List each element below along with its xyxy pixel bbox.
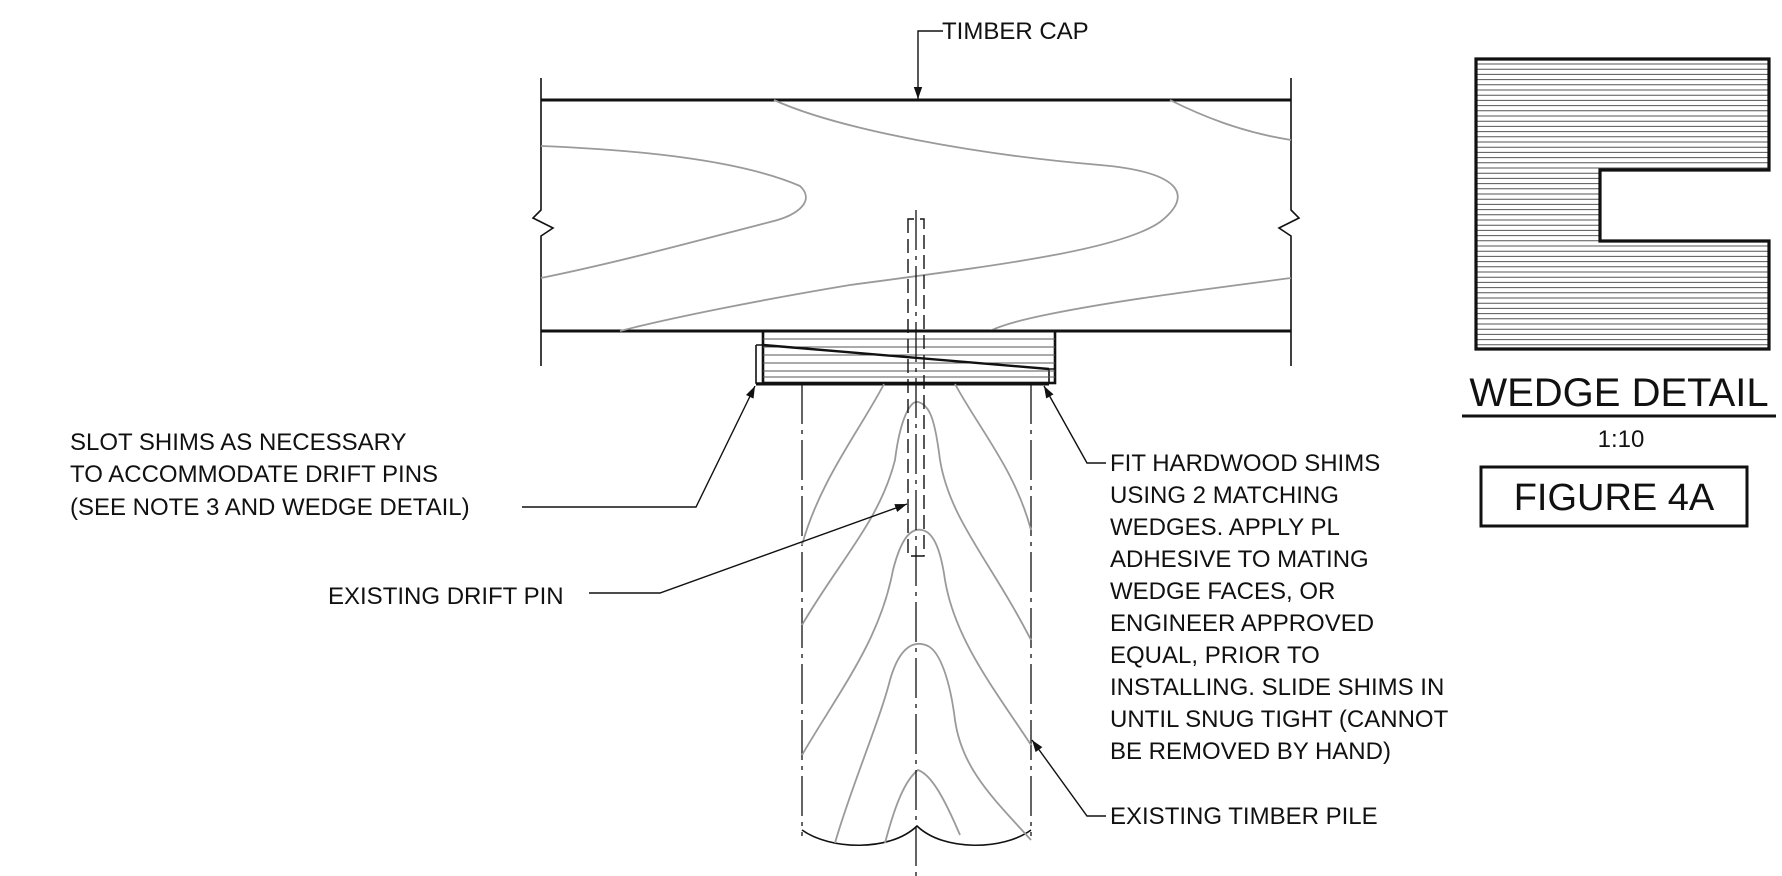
slot-shims-line-2: TO ACCOMMODATE DRIFT PINS [70, 461, 438, 488]
wedge-hatching [1476, 63, 1769, 346]
wedge-detail-scale: 1:10 [1598, 426, 1645, 453]
timber-cap [531, 78, 1301, 366]
fit-shims-line-1: FIT HARDWOOD SHIMS [1110, 450, 1380, 477]
slot-shims-line-1: SLOT SHIMS AS NECESSARY [70, 429, 407, 456]
fit-shims-line-9: UNTIL SNUG TIGHT (CANNOT [1110, 706, 1449, 733]
fit-shims-line-5: WEDGE FACES, OR [1110, 578, 1335, 605]
figure-number: FIGURE 4A [1514, 477, 1715, 519]
hardwood-shims [755, 329, 1057, 385]
timber-cap-label: TIMBER CAP [942, 18, 1089, 45]
fit-shims-line-4: ADHESIVE TO MATING [1110, 546, 1369, 573]
existing-timber-pile-label: EXISTING TIMBER PILE [1110, 803, 1378, 830]
fit-shims-line-6: ENGINEER APPROVED [1110, 610, 1374, 637]
fit-shims-note: FIT HARDWOOD SHIMS USING 2 MATCHING WEDG… [1110, 450, 1449, 765]
slot-shims-note: SLOT SHIMS AS NECESSARY TO ACCOMMODATE D… [70, 429, 470, 521]
slot-shims-line-3: (SEE NOTE 3 AND WEDGE DETAIL) [70, 494, 470, 521]
timber-pile [756, 382, 1049, 847]
fit-shims-line-10: BE REMOVED BY HAND) [1110, 738, 1391, 765]
fit-shims-line-8: INSTALLING. SLIDE SHIMS IN [1110, 674, 1444, 701]
fit-shims-line-3: WEDGES. APPLY PL [1110, 514, 1340, 541]
existing-drift-pin-label: EXISTING DRIFT PIN [328, 583, 564, 610]
wedge-detail-title: WEDGE DETAIL [1469, 371, 1768, 415]
drift-pin [907, 210, 925, 876]
leaders [522, 30, 1106, 817]
fit-shims-line-2: USING 2 MATCHING [1110, 482, 1339, 509]
wedge-detail: WEDGE DETAIL 1:10 FIGURE 4A [1462, 57, 1776, 528]
fit-shims-line-7: EQUAL, PRIOR TO [1110, 642, 1320, 669]
shim-hatching [763, 338, 1055, 378]
